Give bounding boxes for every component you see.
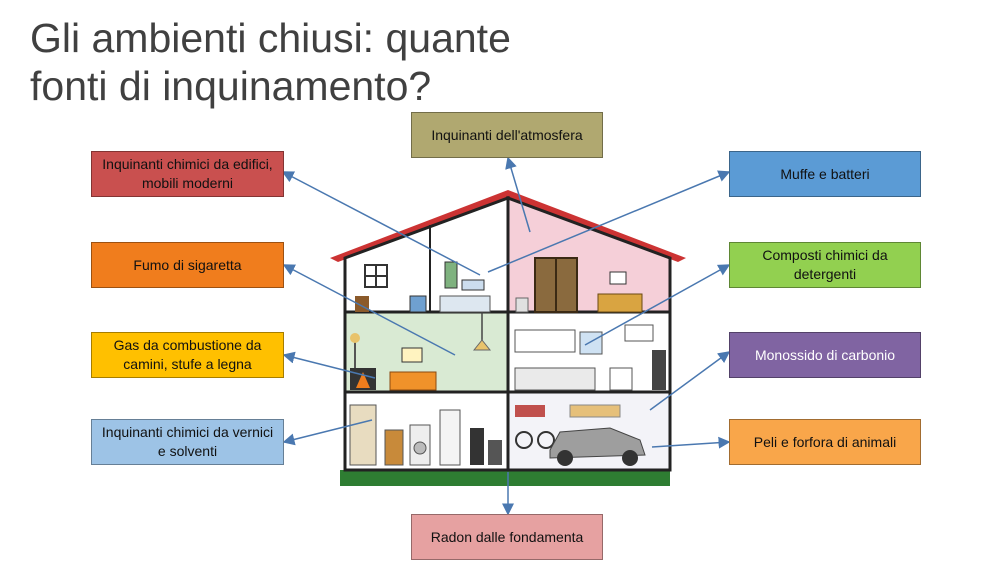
painting-icon bbox=[401, 347, 423, 363]
arrow-atmosfera bbox=[505, 156, 531, 233]
arrow-detergenti bbox=[584, 264, 731, 346]
kitchen-painting-icon bbox=[624, 324, 654, 342]
arrow-fumo bbox=[282, 264, 456, 356]
label-edifici: Inquinanti chimici da edifici, mobili mo… bbox=[91, 151, 284, 197]
label-radon: Radon dalle fondamenta bbox=[411, 514, 603, 560]
car-icon bbox=[549, 427, 646, 459]
door-icon bbox=[384, 429, 404, 466]
bathtub-icon bbox=[439, 295, 491, 313]
label-gas: Gas da combustione da camini, stufe a le… bbox=[91, 332, 284, 378]
label-fumo: Fumo di sigaretta bbox=[91, 242, 284, 288]
counter-icon bbox=[514, 367, 596, 391]
table-icon bbox=[609, 367, 633, 391]
sink-icon bbox=[461, 279, 485, 291]
arrow-monossido bbox=[649, 351, 731, 411]
label-atmosfera: Inquinanti dell'atmosfera bbox=[411, 112, 603, 158]
fridge-icon bbox=[439, 409, 461, 466]
cabinet-icon bbox=[409, 295, 427, 313]
arrow-vernici bbox=[282, 419, 373, 446]
bicycle-icon bbox=[515, 431, 533, 449]
label-monossido: Monossido di carbonio bbox=[729, 332, 921, 378]
garage-shelf-icon bbox=[515, 405, 545, 417]
bed-icon bbox=[597, 293, 643, 313]
attic-right-room bbox=[506, 195, 672, 314]
sofa-icon bbox=[389, 371, 437, 391]
label-peli: Peli e forfora di animali bbox=[729, 419, 921, 465]
label-detergenti: Composti chimici da detergenti bbox=[729, 242, 921, 288]
shelf-icon bbox=[349, 404, 377, 466]
arrow-edifici bbox=[281, 171, 481, 276]
ground-strip bbox=[340, 470, 670, 486]
kitchen-window-icon bbox=[579, 331, 603, 355]
cabinets-icon bbox=[514, 329, 576, 353]
label-vernici: Inquinanti chimici da vernici e solventi bbox=[91, 419, 284, 465]
label-muffe: Muffe e batteri bbox=[729, 151, 921, 197]
attic-left-room bbox=[343, 195, 510, 314]
arrow-gas bbox=[282, 351, 376, 379]
arrow-muffe bbox=[487, 170, 731, 273]
picture-icon bbox=[609, 271, 627, 285]
slide-title: Gli ambienti chiusi: quante fonti di inq… bbox=[30, 15, 511, 109]
stove-icon bbox=[652, 350, 666, 390]
mirror-icon bbox=[444, 261, 458, 289]
lamp-icon bbox=[472, 339, 492, 351]
boiler-icon bbox=[470, 428, 484, 465]
arrow-peli bbox=[651, 436, 731, 449]
